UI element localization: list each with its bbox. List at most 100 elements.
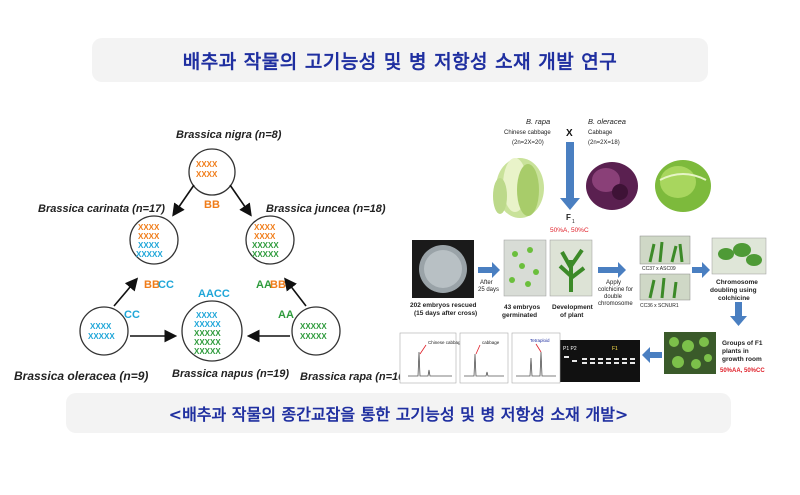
flow-cabbage-label: cabbage [482, 340, 500, 345]
chrom-oleracea: XXXX XXXXX [88, 322, 115, 341]
development-image [549, 239, 593, 297]
step1-line2: (15 days after cross) [414, 310, 477, 317]
arrow-step3-step4 [598, 262, 626, 278]
code-juncea-b: BB [270, 279, 286, 291]
groups-line3: growth room [722, 356, 762, 363]
parent-rapa-chrom: (2n=2X=20) [512, 140, 544, 146]
cross-symbol: X [566, 128, 573, 139]
svg-text:XXXXX: XXXXX [194, 329, 221, 338]
chrom-napus: XXXX XXXXX XXXXX XXXXX XXXXX [194, 311, 221, 356]
triangle-of-u: Brassica nigra (n=8) XXXX XXXX BB Brassi… [14, 129, 408, 383]
step4-line2: doubling using [710, 287, 757, 294]
circle-napus [181, 300, 243, 362]
f1-label: F [566, 213, 571, 222]
svg-text:XXXXX: XXXXX [252, 241, 279, 250]
svg-text:XXXX: XXXX [254, 232, 276, 241]
apply-line3: double [604, 294, 623, 300]
flow-tetraploid-panel [511, 332, 561, 384]
figure-caption: <배추과 작물의 종간교잡을 통한 고기능성 및 병 저항성 소재 개발> [168, 405, 629, 424]
svg-text:XXXX: XXXX [196, 170, 218, 179]
cc-bottom-label: CC36 x SCNUR1 [640, 303, 679, 309]
svg-text:XXXX: XXXX [196, 160, 218, 169]
svg-text:XXXXX: XXXXX [194, 347, 221, 356]
parent-rapa-common: Chinese cabbage [504, 130, 551, 136]
svg-text:XXXX: XXXX [138, 232, 160, 241]
caption-banner: <배추과 작물의 종간교잡을 통한 고기능성 및 병 저항성 소재 개발> [66, 393, 731, 433]
green-cabbage-image [655, 160, 711, 212]
f1-sub: 1 [572, 219, 575, 225]
workflow: B. rapa Chinese cabbage (2n=2X=20) X B. … [399, 117, 767, 384]
step3-line2: of plant [560, 312, 584, 319]
chrom-nigra: XXXX XXXX [196, 160, 218, 179]
code-rapa: AA [278, 309, 294, 321]
apply-line2: colchicine for [598, 287, 633, 293]
apply-line1: Apply [606, 280, 621, 286]
label-juncea: Brassica juncea (n=18) [266, 203, 386, 215]
code-nigra: BB [204, 199, 220, 211]
flow-tetraploid-label: Tetraploid [530, 338, 550, 343]
groups-line2: plants in [722, 348, 749, 355]
arrow-groups-gel [642, 347, 662, 363]
apply-line4: chromosome [598, 301, 633, 307]
chrom-juncea: XXXX XXXX XXXXX XXXXX [252, 223, 279, 259]
step1-line1: 202 embryos rescued [410, 302, 477, 309]
svg-text:XXXX: XXXX [138, 223, 160, 232]
svg-text:XXXXX: XXXXX [252, 250, 279, 259]
code-carinata-c: CC [158, 279, 174, 291]
after-line2: 25 days [478, 287, 499, 293]
embryos-image [503, 239, 547, 297]
petri-dish-image [412, 240, 474, 298]
flow-chinese-label: Chinese cabbage [428, 340, 464, 345]
parent-oleracea-name: B. oleracea [588, 117, 626, 126]
arrow-nigra-juncea [229, 184, 252, 217]
f1-ratio: 50%A, 50%C [550, 227, 589, 234]
svg-text:XXXXX: XXXXX [300, 322, 327, 331]
code-oleracea: CC [124, 309, 140, 321]
groups-line1: Groups of F1 [722, 340, 763, 347]
svg-text:XXXXX: XXXXX [194, 320, 221, 329]
label-nigra: Brassica nigra (n=8) [176, 129, 282, 141]
parent-rapa-name: B. rapa [526, 117, 550, 126]
svg-text:XXXXX: XXXXX [88, 332, 115, 341]
arrow-step1-step2 [478, 262, 500, 278]
cc37-image [639, 235, 691, 265]
chrom-rapa: XXXXX XXXXX [300, 322, 327, 341]
svg-text:XXXXX: XXXXX [136, 250, 163, 259]
arrow-step4-groups [735, 302, 742, 316]
red-cabbage-image [586, 162, 638, 210]
doubling-image [711, 237, 767, 275]
circle-oleracea [79, 306, 129, 356]
chrom-carinata: XXXX XXXX XXXX XXXXX [136, 223, 163, 259]
gel-p1p2: P1 P2 [563, 346, 577, 352]
label-napus: Brassica napus (n=19) [172, 368, 289, 380]
svg-text:XXXX: XXXX [196, 311, 218, 320]
title-banner: 배추과 작물의 고기능성 및 병 저항성 소재 개발 연구 [92, 38, 708, 82]
flow-panels: Chinese cabbage cabbage Tetraploid [399, 332, 561, 384]
circle-nigra [188, 148, 236, 196]
after-line1: After [480, 280, 493, 286]
cc-top-label: CC37 x ASC09 [642, 266, 676, 272]
groups-line4: 50%AA, 50%CC [720, 368, 765, 374]
step3-line1: Development [552, 304, 594, 311]
label-oleracea: Brassica oleracea (n=9) [14, 369, 148, 383]
parent-oleracea-chrom: (2n=2X=18) [588, 140, 620, 146]
groups-image [664, 332, 716, 374]
label-carinata: Brassica carinata (n=17) [38, 203, 165, 215]
circle-carinata [129, 215, 179, 265]
svg-text:XXXXX: XXXXX [300, 332, 327, 341]
page-title: 배추과 작물의 고기능성 및 병 저항성 소재 개발 연구 [182, 50, 618, 73]
svg-text:XXXXX: XXXXX [194, 338, 221, 347]
svg-text:XXXX: XXXX [254, 223, 276, 232]
step2-line1: 43 embryos [504, 304, 541, 311]
code-napus: AACC [198, 288, 230, 300]
chinese-cabbage-image [493, 158, 544, 218]
step2-line2: germinated [502, 312, 537, 319]
svg-text:XXXX: XXXX [138, 241, 160, 250]
flow-cabbage-panel [459, 332, 509, 384]
gel-image [560, 340, 640, 382]
arrow-rapa-juncea [284, 277, 307, 307]
flow-chinese-panel [399, 332, 457, 384]
step4-line1: Chromosome [716, 279, 758, 286]
svg-text:XXXX: XXXX [90, 322, 112, 331]
arrow-cc-step4 [692, 262, 710, 278]
